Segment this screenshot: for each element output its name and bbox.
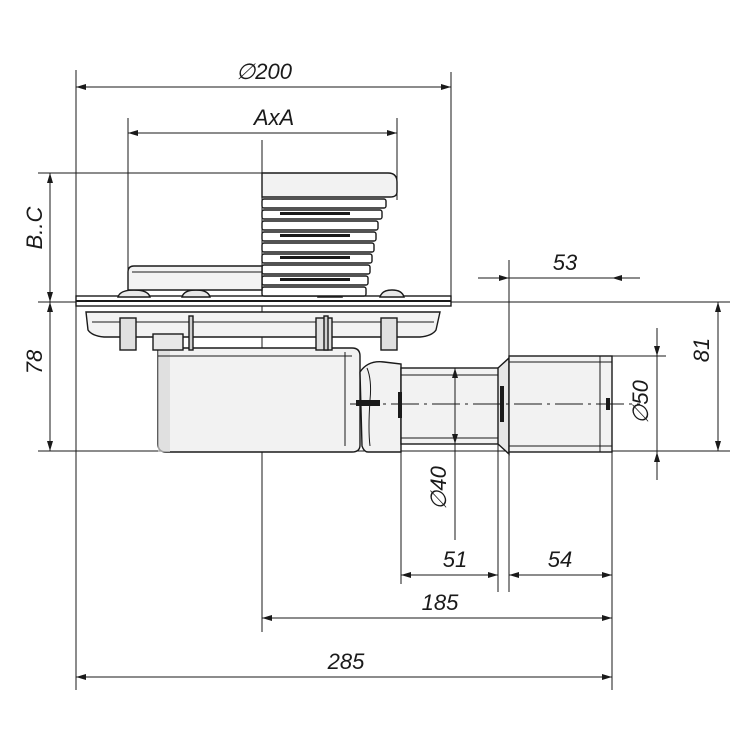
label-length-185: 185 [422, 590, 459, 615]
label-outlet-height: 81 [689, 338, 714, 362]
screws [188, 315, 329, 351]
grate-frame-left [127, 265, 263, 291]
lug-left [119, 317, 137, 351]
bowl-shade [158, 348, 170, 452]
flange [85, 311, 441, 338]
grate-cover [261, 172, 398, 198]
label-outlet-offset: 53 [553, 250, 578, 275]
label-overall-length: 285 [327, 649, 365, 674]
bowl [157, 347, 361, 453]
label-diameter-top: ∅200 [236, 59, 293, 84]
label-length-54: 54 [548, 547, 572, 572]
label-grate-size: AxA [252, 105, 294, 130]
grate-ribs [261, 198, 387, 297]
outlet-elbow [359, 361, 402, 453]
label-length-51: 51 [443, 547, 467, 572]
dimension-labels: ∅200 AxA B..C 78 53 81 ∅50 ∅40 51 54 185… [22, 59, 714, 674]
label-height-body: 78 [22, 349, 47, 374]
label-height-bc: B..C [22, 207, 47, 250]
dimension-lines [47, 84, 721, 680]
label-outlet-diameter: ∅50 [628, 379, 653, 423]
label-inner-diameter: ∅40 [426, 465, 451, 509]
lug-right [380, 317, 398, 351]
outlet-pipe-inner [400, 367, 500, 445]
drain-body [75, 172, 640, 456]
